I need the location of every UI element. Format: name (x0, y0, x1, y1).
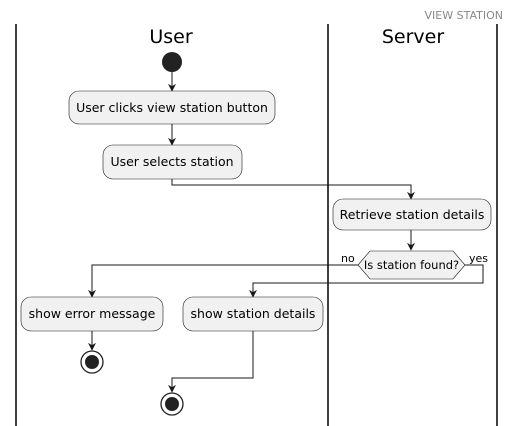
lane-title-user: User (149, 26, 192, 48)
activity-click-view-station-label: User clicks view station button (76, 100, 268, 115)
start-node (162, 52, 182, 72)
edge-decision-yes (249, 264, 484, 298)
activity-select-station-label: User selects station (110, 154, 233, 169)
edge-details-to-stop (168, 331, 254, 393)
branch-label-yes: yes (469, 252, 488, 265)
branch-label-no: no (341, 252, 355, 265)
activity-click-view-station: User clicks view station button (68, 90, 276, 125)
lane-title-server: Server (382, 26, 444, 48)
activity-show-error: show error message (20, 296, 164, 332)
stop-node-error (80, 350, 104, 374)
diagram-header: VIEW STATION (425, 9, 503, 22)
edge-select-to-retrieve (171, 179, 415, 200)
activity-retrieve-details-label: Retrieve station details (340, 207, 485, 222)
activity-show-details: show station details (182, 296, 324, 332)
activity-show-details-label: show station details (191, 306, 316, 321)
edge-decision-no (88, 264, 358, 298)
activity-show-error-label: show error message (29, 306, 156, 321)
activity-select-station: User selects station (102, 144, 243, 180)
stop-node-main (160, 392, 184, 416)
activity-retrieve-details: Retrieve station details (332, 198, 492, 231)
decision-station-found: Is station found? (357, 250, 466, 280)
decision-station-found-label: Is station found? (364, 258, 459, 272)
